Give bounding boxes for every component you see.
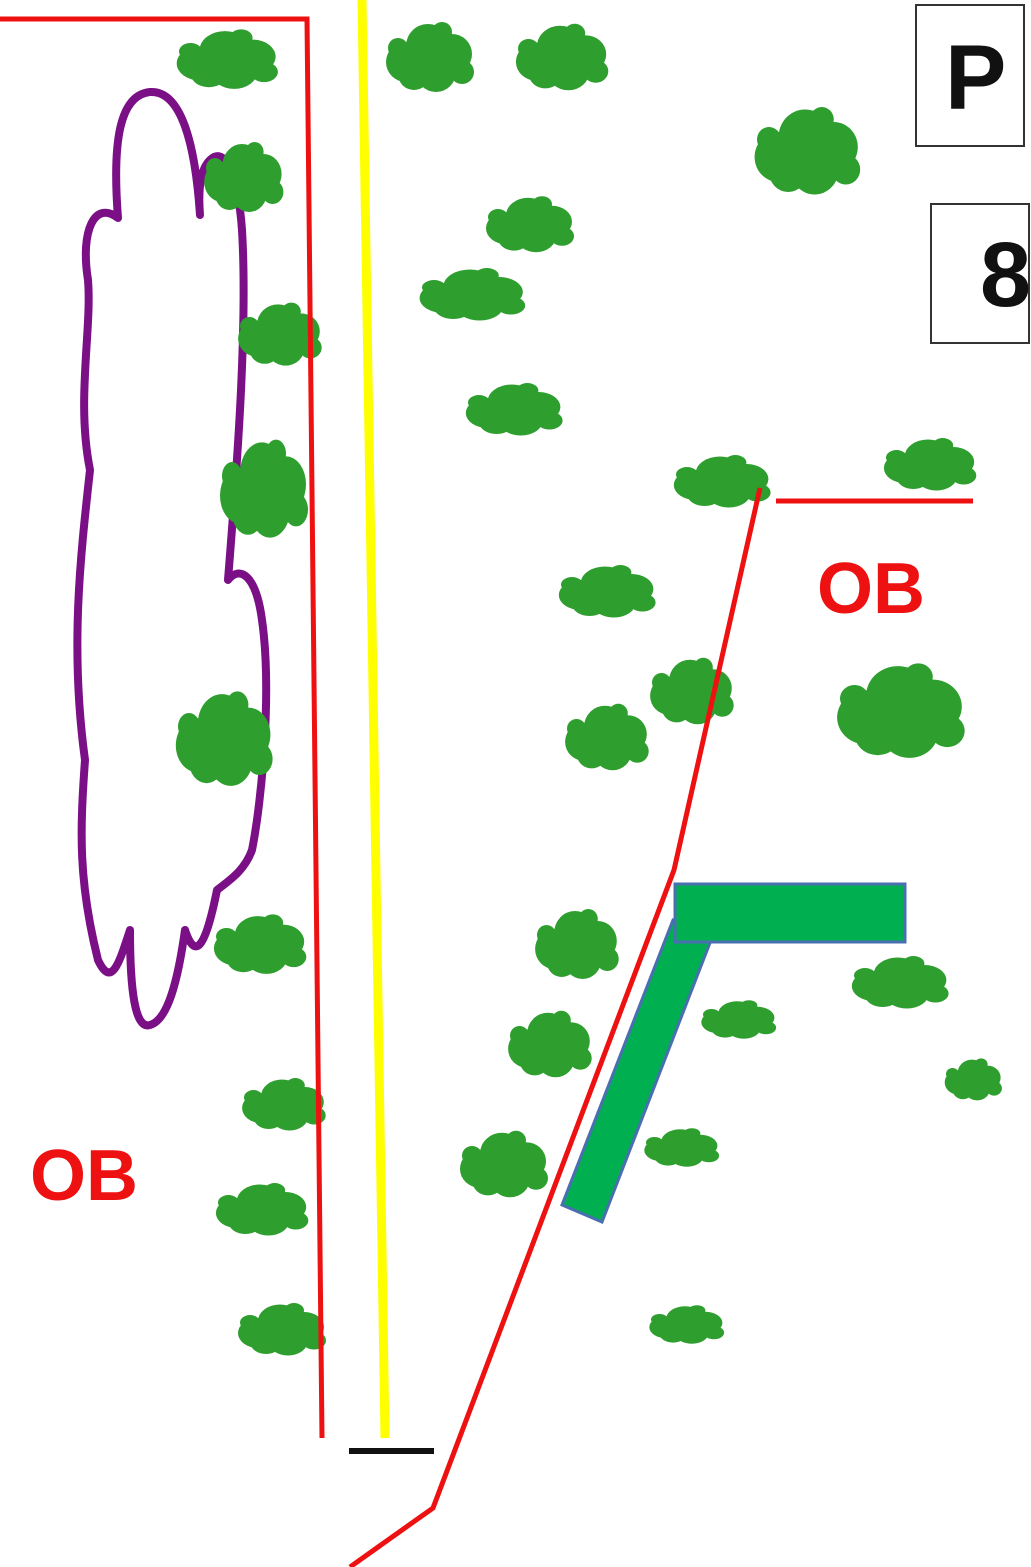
tree-icon (486, 196, 574, 253)
putting-green-icon (560, 882, 907, 1224)
tree-icon (508, 1010, 592, 1078)
fairway-line (357, 0, 390, 1439)
ob-line-right (348, 487, 763, 1567)
hazard-cloud-icon (73, 88, 271, 1030)
tree-icon (238, 1303, 326, 1356)
tree-icon (242, 1078, 326, 1131)
tree-icon (419, 268, 526, 321)
tree-icon (176, 29, 278, 89)
tree-icon (565, 703, 649, 771)
tree-icon (851, 956, 949, 1009)
tree-icon (215, 1183, 309, 1236)
yardage-box: 8 (930, 203, 1031, 344)
par-text: P (945, 27, 1007, 129)
tree-icon (535, 909, 619, 979)
ob-label-right: OB (817, 549, 925, 629)
par-box: P (915, 4, 1025, 147)
tree-icon (644, 1128, 720, 1167)
tree-icon (837, 663, 965, 758)
tree-icon (944, 1058, 1002, 1101)
tree-icon (460, 1130, 548, 1198)
tree-icon (754, 107, 861, 195)
ob-label-left: OB (30, 1136, 138, 1216)
tree-icon (883, 438, 977, 491)
tree-icon (386, 22, 474, 92)
tree-icon (701, 1000, 777, 1039)
tree-icon (515, 23, 609, 91)
tree-icon (213, 914, 307, 974)
yardage-text: 8 (980, 224, 1031, 326)
green-horizontal-arm (673, 882, 907, 944)
ob-line-left (0, 16, 325, 1439)
tree-icon (649, 1305, 725, 1344)
tree-icon (558, 565, 656, 618)
tree-icon (465, 383, 563, 436)
course-diagram (0, 0, 1002, 1567)
tree-icon (175, 691, 273, 786)
